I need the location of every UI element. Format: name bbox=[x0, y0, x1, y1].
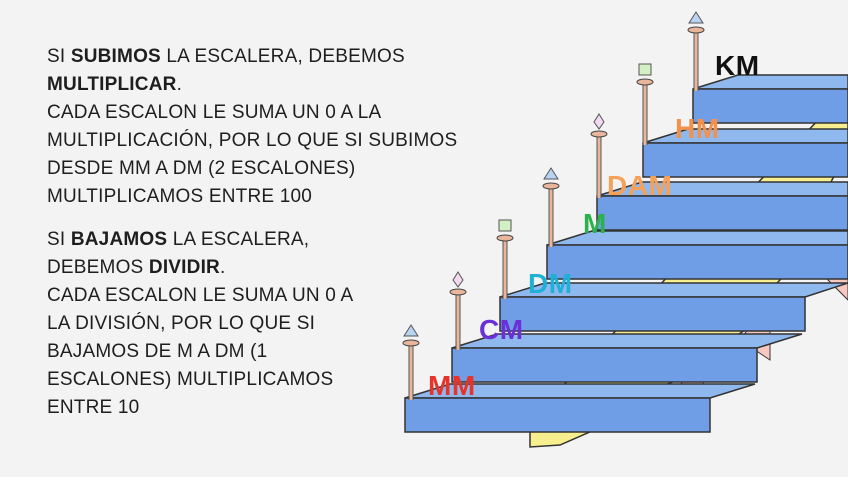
text: SI bbox=[47, 46, 71, 67]
unit-label-cm: CM bbox=[479, 314, 524, 345]
text: SI bbox=[47, 229, 71, 250]
diamond-icon bbox=[452, 271, 464, 288]
triangle-icon bbox=[688, 11, 704, 24]
square-icon bbox=[638, 63, 652, 76]
triangle-icon bbox=[403, 324, 419, 337]
text-line: MULTIPLICACIÓN, POR LO QUE SI SUBIMOS bbox=[47, 130, 458, 151]
post-cap bbox=[496, 234, 514, 242]
keyword-subimos: SUBIMOS bbox=[70, 46, 161, 67]
step-riser bbox=[692, 88, 848, 124]
keyword-dividir: DIVIDIR bbox=[148, 257, 220, 278]
unit-label-hm: HM bbox=[675, 113, 720, 144]
unit-label-km: KM bbox=[715, 50, 760, 81]
step-riser bbox=[642, 142, 848, 178]
step-tread bbox=[642, 128, 848, 144]
text-line: MULTIPLICAMOS ENTRE 100 bbox=[47, 186, 313, 207]
text: . bbox=[219, 257, 226, 278]
step-riser bbox=[499, 296, 806, 332]
text: LA ESCALERA, bbox=[167, 229, 310, 250]
post-cap bbox=[636, 78, 654, 86]
post-cap bbox=[590, 130, 608, 138]
post-cap bbox=[402, 339, 420, 347]
text-line: DESDE MM A DM (2 ESCALONES) bbox=[47, 158, 356, 179]
post-cap bbox=[449, 288, 467, 296]
unit-label-dam: DAM bbox=[607, 170, 673, 201]
multiply-instructions: SI SUBIMOS LA ESCALERA, DEBEMOS MULTIPLI… bbox=[47, 43, 467, 211]
keyword-bajamos: BAJAMOS bbox=[70, 229, 168, 250]
unit-label-m: M bbox=[583, 208, 607, 239]
text-line: CADA ESCALON LE SUMA UN 0 A LA bbox=[47, 102, 382, 123]
post-cap bbox=[542, 182, 560, 190]
divide-instructions: SI BAJAMOS LA ESCALERA, DEBEMOS DIVIDIR.… bbox=[47, 226, 377, 422]
text: LA ESCALERA, DEBEMOS bbox=[160, 46, 405, 67]
step-riser bbox=[596, 195, 848, 231]
text-line: ESCALONES) MULTIPLICAMOS bbox=[47, 369, 334, 390]
step-riser bbox=[404, 397, 711, 433]
unit-label-mm: MM bbox=[428, 370, 476, 401]
text-line: BAJAMOS DE M A DM (1 bbox=[47, 341, 268, 362]
text: . bbox=[176, 74, 183, 95]
triangle-icon bbox=[543, 167, 559, 180]
text: DEBEMOS bbox=[47, 257, 149, 278]
text-line: CADA ESCALON LE SUMA UN 0 A bbox=[47, 285, 354, 306]
text-line: LA DIVISIÓN, POR LO QUE SI bbox=[47, 313, 316, 334]
keyword-multiplicar: MULTIPLICAR bbox=[47, 74, 177, 95]
step-riser bbox=[451, 347, 758, 383]
step-riser bbox=[546, 244, 848, 280]
unit-label-dm: DM bbox=[528, 268, 573, 299]
text-line: ENTRE 10 bbox=[47, 397, 140, 418]
diamond-icon bbox=[593, 113, 605, 130]
post-cap bbox=[687, 26, 705, 34]
square-icon bbox=[498, 219, 512, 232]
